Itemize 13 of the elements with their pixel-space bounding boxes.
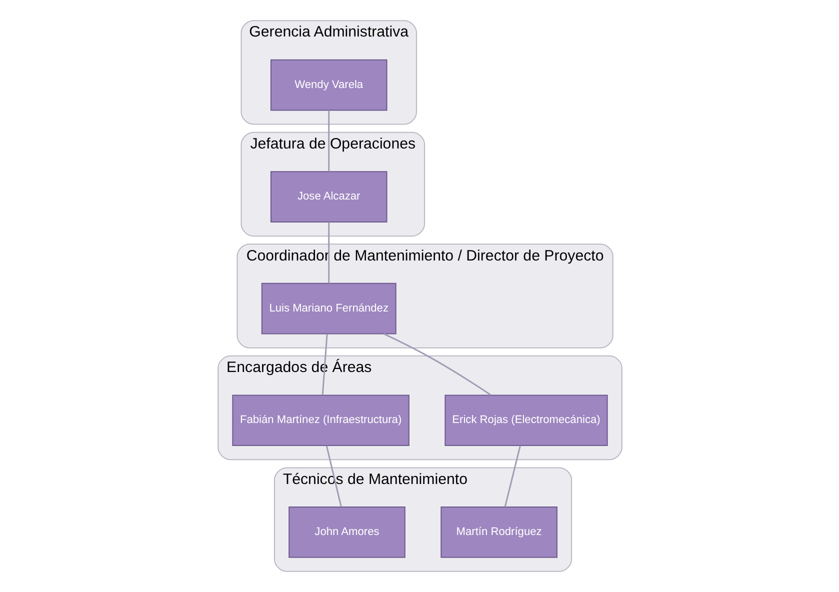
node-box: John Amores: [288, 506, 405, 558]
node-box: Erick Rojas (Electromecánica): [444, 394, 608, 446]
connector: [328, 110, 330, 172]
node-box: Wendy Varela: [270, 59, 387, 111]
connector: [325, 446, 342, 508]
connector: [382, 333, 491, 396]
node-box: Martín Rodríguez: [440, 506, 557, 558]
node-box: Jose Alcazar: [270, 171, 387, 222]
connector: [504, 446, 520, 508]
connector: [321, 334, 328, 396]
connector: [328, 222, 330, 284]
node-box: Luis Mariano Fernández: [260, 282, 396, 334]
node-box: Fabián Martínez (Infraestructura): [232, 394, 409, 446]
